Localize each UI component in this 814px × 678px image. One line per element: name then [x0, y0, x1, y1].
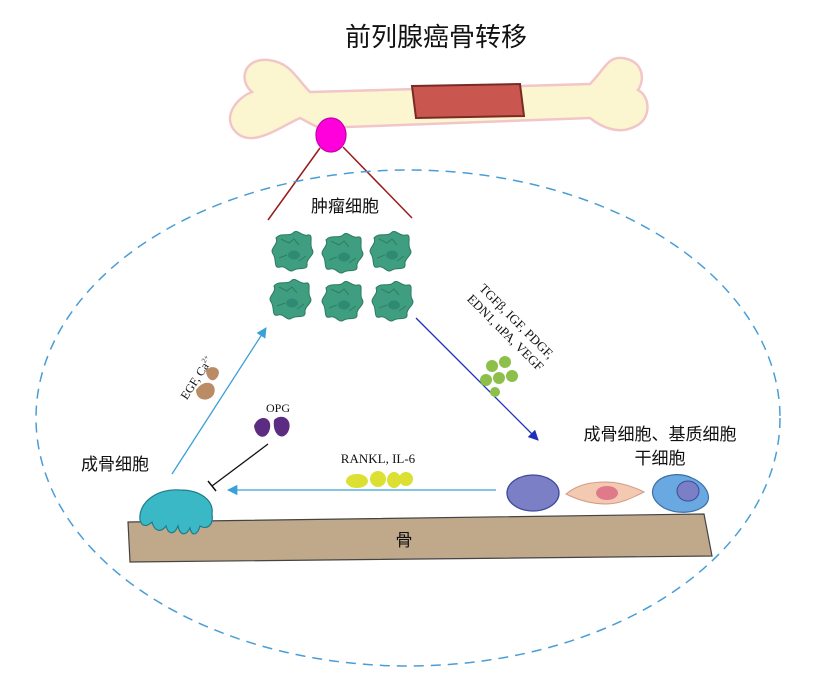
opg-inhibition-line: [211, 443, 269, 487]
osteoblast-cell: [506, 474, 560, 512]
growth-factor-blobs: [480, 356, 518, 397]
stem-cell-nucleus: [676, 480, 700, 502]
bone-bar: [127, 513, 713, 563]
microenvironment-oval: [35, 169, 781, 667]
tumor-focus: [315, 117, 347, 153]
rankl-label: RANKL, IL-6: [341, 451, 416, 466]
opg-molecules: [254, 416, 290, 437]
factor-blob: [499, 356, 511, 368]
opg-molecule: [254, 417, 271, 437]
egf-molecules: [196, 367, 219, 400]
factor-blob: [506, 370, 518, 382]
egf-molecule: [196, 382, 215, 400]
opg-label: OPG: [266, 401, 290, 415]
tumor-cell: [369, 230, 412, 272]
title: 前列腺癌骨转移: [345, 23, 527, 53]
rankl-molecule: [370, 471, 386, 487]
tumor-cell: [269, 278, 312, 320]
tumor-secreted-factors: TGFβ, IGF, PDGF, EDN1, uPA, VEGF: [464, 281, 557, 374]
opg-molecule: [273, 416, 290, 437]
bone-marrow: [410, 82, 526, 120]
arrow-osteoblast-to-tumor: [171, 327, 267, 475]
arrow-tumor-to-stroma: [415, 317, 539, 441]
tumor-cell: [321, 232, 364, 274]
zoom-line-left: [267, 147, 321, 221]
factor-blob: [490, 387, 500, 397]
stromal-cell-nucleus: [596, 486, 618, 500]
bone-illustration: [228, 56, 649, 221]
stroma-label-line-1: 成骨细胞、基质细胞: [584, 425, 737, 445]
rankl-molecule: [346, 474, 368, 488]
factor-blob: [493, 372, 505, 384]
stroma-label-line-2: 干细胞: [635, 449, 686, 469]
factor-blob: [480, 374, 492, 386]
tumor-cell: [371, 280, 414, 322]
zoom-line-right: [342, 146, 413, 219]
factor-blob: [486, 360, 498, 372]
rankl-molecule: [387, 472, 401, 488]
bone-label: 骨: [396, 531, 413, 551]
tumor-cells-label: 肿瘤细胞: [311, 197, 379, 217]
stem-cell: [651, 474, 709, 513]
tumor-cell: [321, 280, 364, 322]
rankl-molecules: [346, 471, 413, 488]
osteoblast-label: 成骨细胞: [81, 455, 149, 475]
opg-inhibition-bar: [207, 480, 217, 492]
tumor-cell: [271, 230, 314, 272]
stromal-cell: [565, 481, 646, 505]
rankl-molecule: [399, 472, 413, 486]
tumor-cell-cluster: [269, 230, 414, 322]
egf-molecule: [206, 367, 219, 381]
osteoclast: [139, 489, 213, 535]
